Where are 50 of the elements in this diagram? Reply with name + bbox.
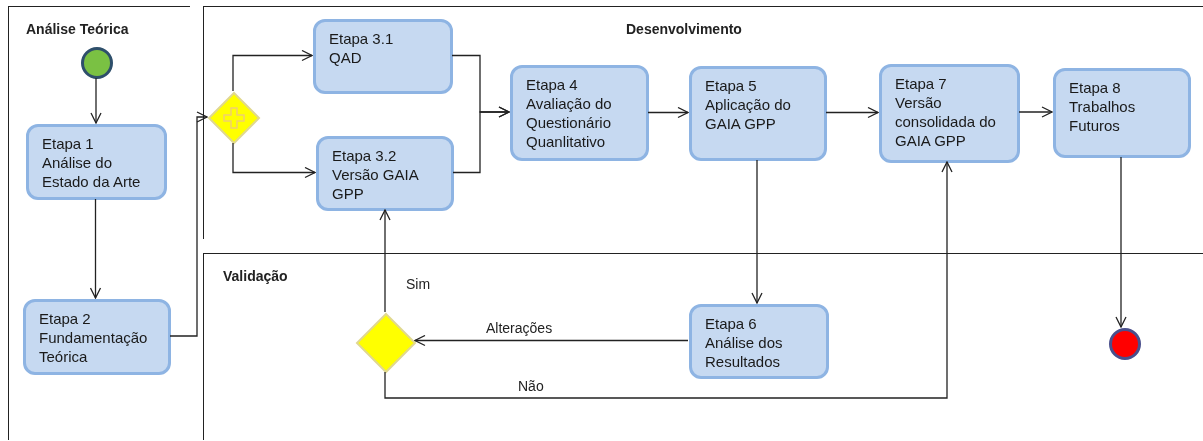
- step-title: Versão GAIA GPP: [332, 165, 420, 203]
- arrow: [232, 49, 313, 92]
- swimlane: [8, 6, 190, 440]
- swimlane: [203, 6, 1203, 239]
- arrow: [414, 334, 689, 347]
- step-number: Etapa 2: [39, 309, 92, 328]
- step-title: Versão consolidada do GAIA GPP: [895, 93, 997, 150]
- step-title: QAD: [329, 48, 363, 67]
- process-box: [510, 65, 649, 161]
- process-box: [316, 136, 454, 211]
- step-number: Etapa 5: [705, 76, 758, 95]
- process-box: [1053, 68, 1191, 158]
- step-title: Análise do Estado da Arte: [42, 153, 142, 191]
- step-number: Etapa 4: [526, 75, 579, 94]
- step-title: Avaliação do Questionário Quanlitativo: [526, 94, 613, 151]
- step-number: Etapa 3.1: [329, 29, 395, 48]
- edge-label: Alterações: [486, 319, 553, 338]
- arrow: [90, 77, 102, 124]
- arrow: [452, 106, 510, 174]
- step-title: Aplicação do GAIA GPP: [705, 95, 792, 133]
- step-number: Etapa 7: [895, 74, 948, 93]
- step-title: Trabalhos Futuros: [1069, 97, 1137, 135]
- arrow: [825, 106, 879, 119]
- step-number: Etapa 6: [705, 314, 758, 333]
- arrow: [1115, 156, 1127, 328]
- step-number: Etapa 3.2: [332, 146, 398, 165]
- step-title: Fundamentação Teórica: [39, 328, 149, 366]
- edge-label: Não: [518, 377, 544, 396]
- arrow: [89, 198, 102, 299]
- arrow: [1018, 106, 1053, 118]
- lane-title: Análise Teórica: [26, 20, 129, 39]
- edge-label: Sim: [406, 275, 431, 294]
- arrow: [169, 111, 208, 337]
- process-box: [26, 124, 167, 200]
- process-box: [313, 19, 453, 94]
- process-box: [689, 304, 829, 379]
- process-box: [879, 64, 1020, 163]
- step-number: Etapa 1: [42, 134, 95, 153]
- process-box: [689, 66, 827, 161]
- swimlane: [203, 253, 1203, 440]
- arrow: [647, 106, 689, 119]
- step-number: Etapa 8: [1069, 78, 1122, 97]
- arrow: [232, 142, 316, 179]
- arrow: [384, 161, 953, 399]
- arrow: [751, 159, 763, 304]
- lane-title: Desenvolvimento: [626, 20, 742, 39]
- arrow: [379, 209, 391, 313]
- lane-title: Validação: [223, 267, 288, 286]
- process-box: [23, 299, 171, 375]
- step-title: Análise dos Resultados: [705, 333, 784, 371]
